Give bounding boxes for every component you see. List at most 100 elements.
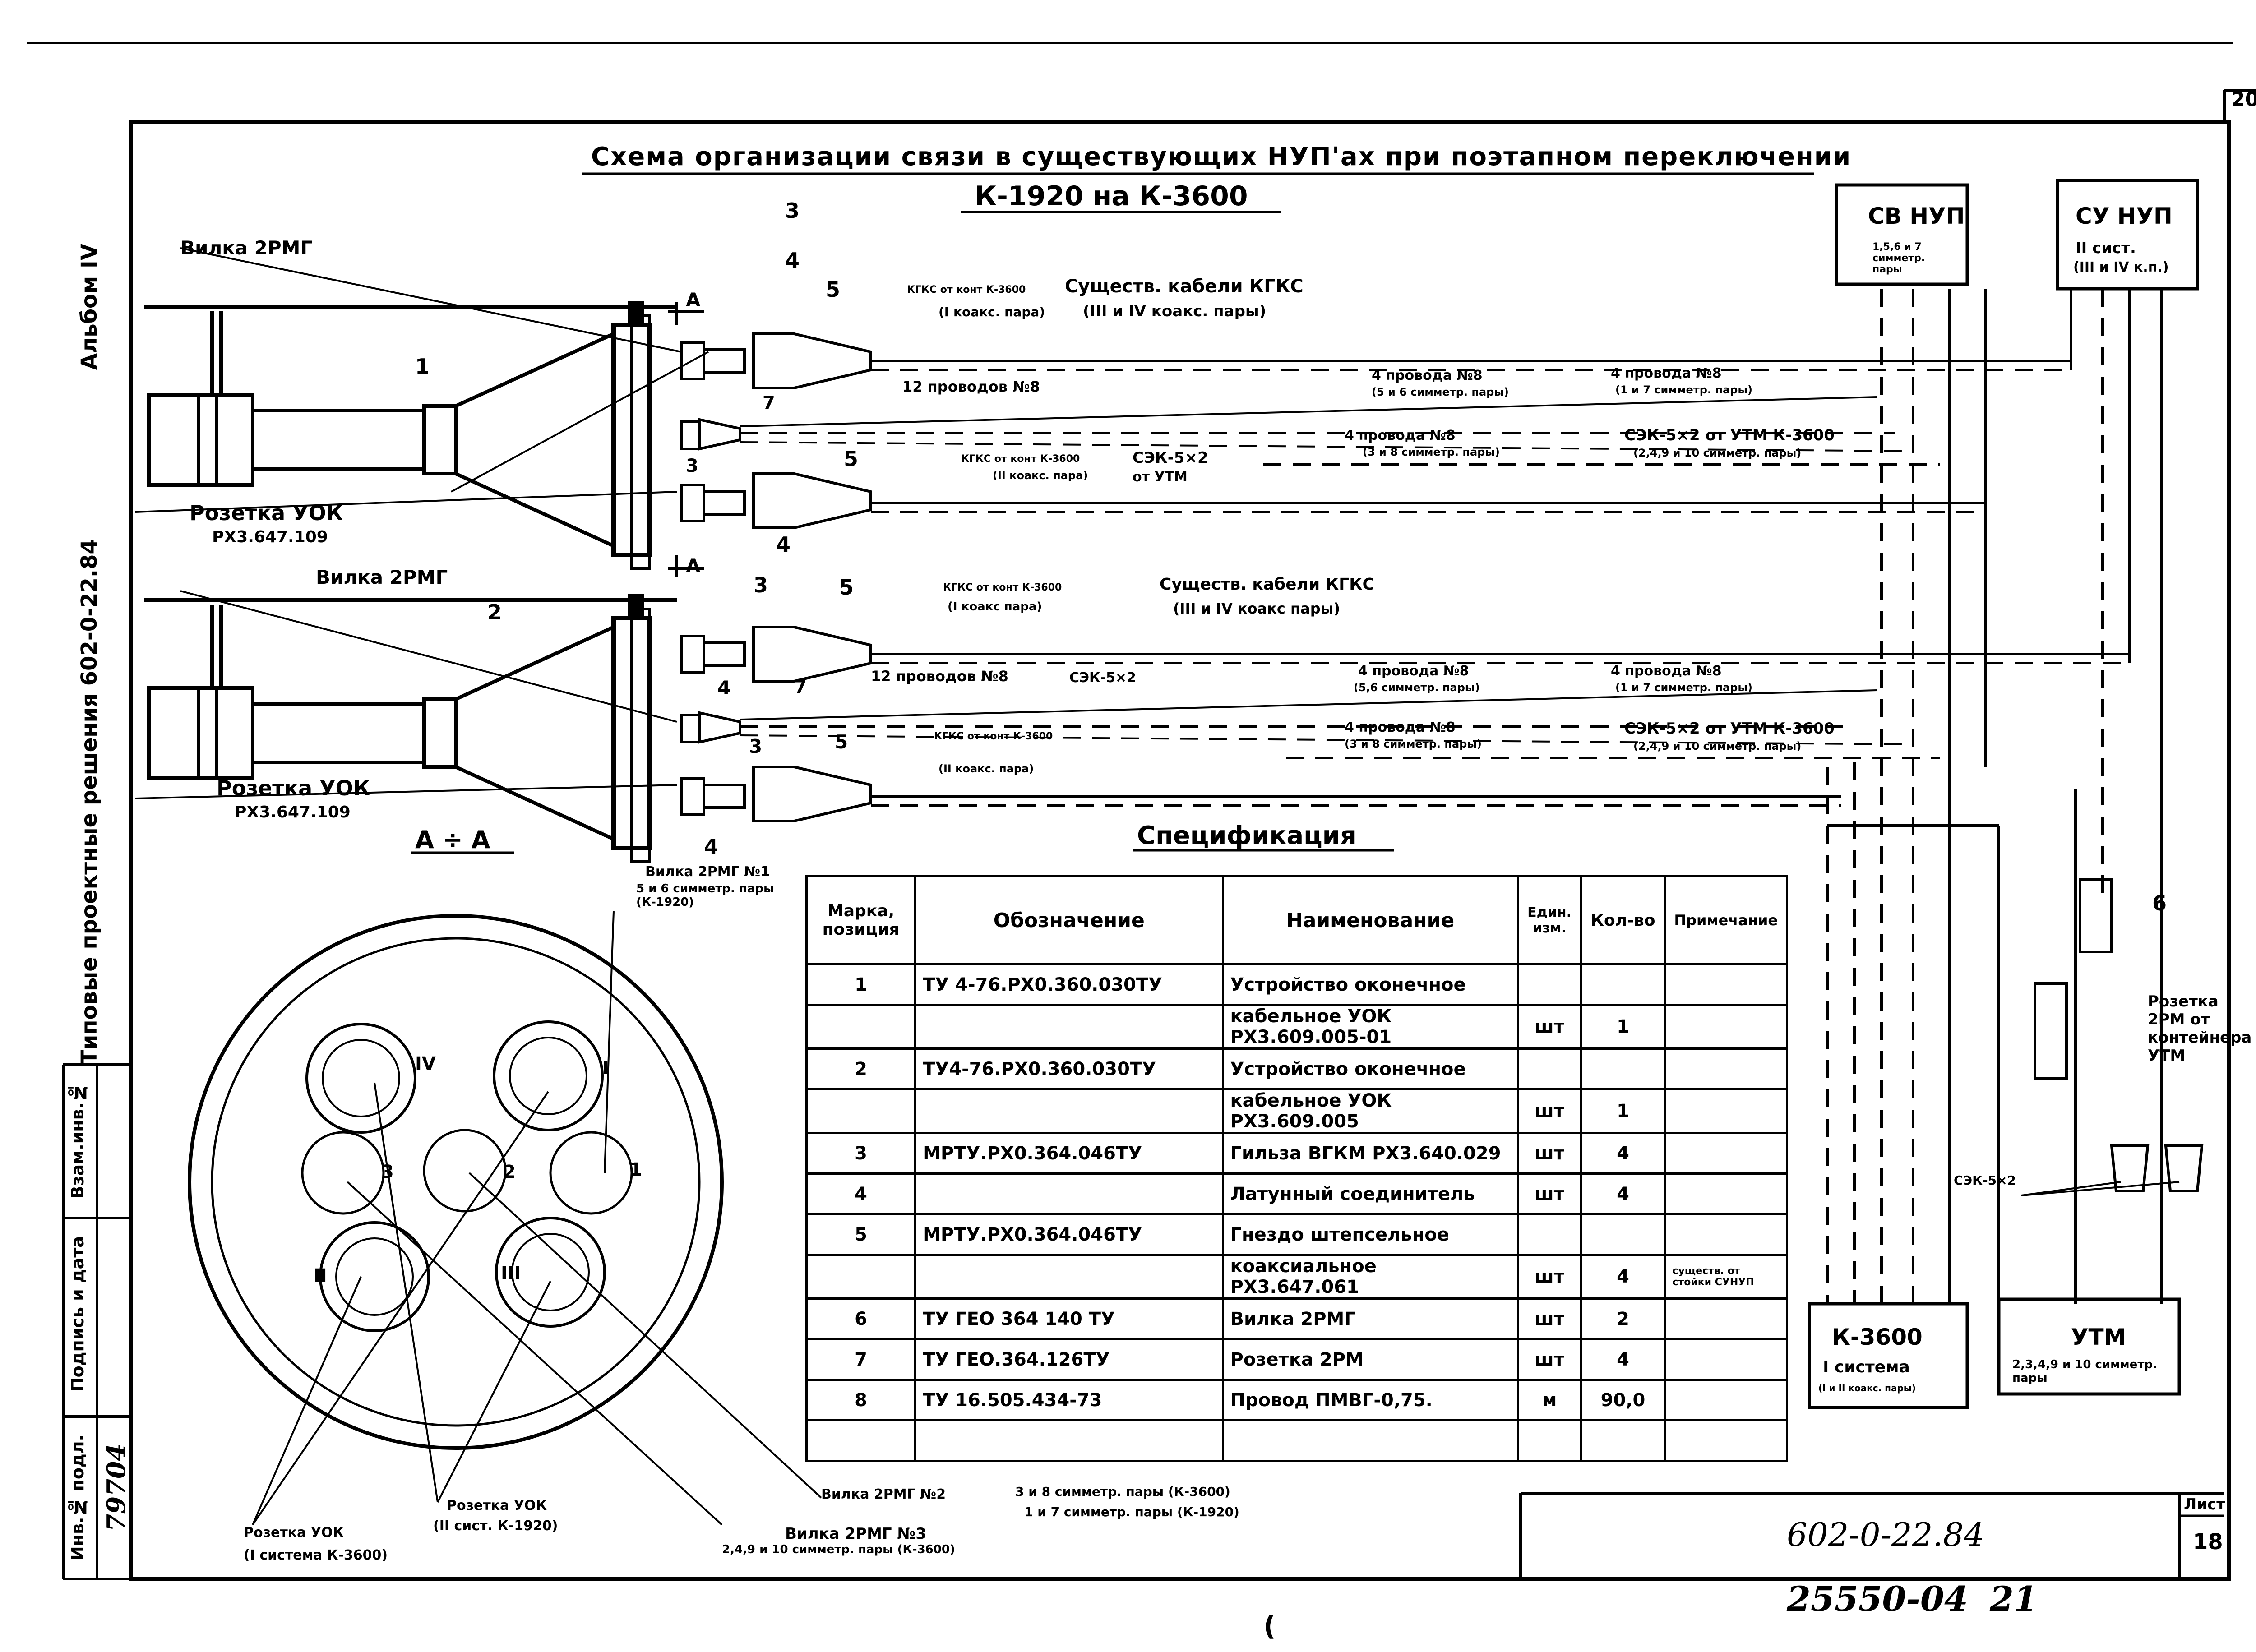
spec-cell: Устройство оконечное [1221, 1047, 1519, 1090]
spec-cell: 1 [805, 963, 917, 1006]
spec-cell: Латунный соединитель [1221, 1172, 1519, 1215]
right-sek52: СЭК-5×2 [1954, 1173, 2016, 1188]
spec-cell: шт [1516, 1172, 1582, 1215]
spec-cell: шт [1516, 1088, 1582, 1134]
spec-cell: ТУ 4-76.РХ0.360.030ТУ [914, 963, 1224, 1006]
pos5b-label: 5 [844, 447, 859, 471]
k3600-title: К-3600 [1832, 1324, 1923, 1350]
spec-cell: 8 [805, 1379, 917, 1421]
sv-nup-box [1835, 183, 1969, 286]
sv-nup-title: СВ НУП [1868, 203, 1965, 229]
spec-header-row: Марка, позиция Обозначение Наименование … [805, 875, 1788, 965]
roman-iii: III [501, 1263, 521, 1284]
hole-n3: 3 [381, 1162, 394, 1182]
bot-sush-pairs: (III и IV коакс пары) [1173, 600, 1341, 617]
vilka-mid-label: Вилка 2РМГ [316, 566, 448, 588]
spec-cell [1516, 1213, 1582, 1256]
top-wires4-right-sub: (1 и 7 симметр. пары) [1615, 383, 1752, 396]
spec-cell [1664, 1419, 1788, 1462]
spec-title: Спецификация [1137, 821, 1356, 850]
rozetka-udk-2-code: РХ3.647.109 [235, 803, 351, 821]
spec-cell [1221, 1419, 1519, 1462]
spec-cell: 1 [1580, 1088, 1666, 1134]
pos3d-label: 3 [749, 735, 763, 757]
bottom-number: 25550-04 [1787, 1579, 1968, 1619]
spec-cell [1664, 1379, 1788, 1421]
top-kgks-label: КГКС от конт К-3600 [907, 284, 1026, 295]
rozetka-2pm-label: Розетка 2РМ от контейнера УТМ [2148, 992, 2252, 1065]
bot-wires4-top-sub: (5,6 симметр. пары) [1354, 681, 1480, 694]
pos3c-label: 3 [754, 573, 768, 597]
spec-cell: 2 [1580, 1297, 1666, 1340]
bottom-number2: 21 [1990, 1579, 2038, 1619]
spec-cell: м [1516, 1379, 1582, 1421]
top-kgks-pair: (I коакс. пара) [938, 305, 1045, 319]
rozetka-i-sub: (I система К-3600) [244, 1547, 388, 1563]
spec-cell: 4 [1580, 1254, 1666, 1300]
pos6-label: 6 [2152, 891, 2167, 915]
spec-cell [1516, 1047, 1582, 1090]
spec-cell: кабельное УОК РХ3.609.005 [1221, 1088, 1519, 1134]
spec-header-cell: Марка, позиция [805, 875, 917, 965]
sheet-label: Лист [2184, 1495, 2225, 1514]
spec-cell [914, 1004, 1224, 1050]
top-wires4-right: 4 провода №8 [1611, 365, 1722, 381]
section-label: А ÷ А [415, 826, 490, 854]
vilka-n3-label: Вилка 2РМГ №3 [785, 1525, 926, 1543]
spec-cell: шт [1516, 1297, 1582, 1340]
pos4b-label: 4 [776, 532, 791, 557]
spec-cell: 1 [1580, 1004, 1666, 1050]
roman-ii: II [314, 1265, 327, 1286]
top-sek52-sub: от УТМ [1133, 469, 1188, 485]
spec-cell: Провод ПМВГ-0,75. [1221, 1379, 1519, 1421]
spec-cell: шт [1516, 1338, 1582, 1381]
spec-cell: кабельное УОК РХ3.609.005-01 [1221, 1004, 1519, 1050]
spec-cell [1516, 963, 1582, 1006]
top-sek52: СЭК-5×2 [1133, 449, 1208, 467]
utm-box [1997, 1297, 2181, 1396]
spec-cell [1580, 1213, 1666, 1256]
spec-header-cell: Един. изм. [1516, 875, 1582, 965]
spec-cell [805, 1004, 917, 1050]
spec-header-cell: Примечание [1664, 875, 1788, 965]
sheet-number: 18 [2193, 1529, 2223, 1555]
spec-cell [1580, 1419, 1666, 1462]
su-nup-box [2056, 179, 2199, 291]
pos4c-label: 4 [717, 677, 731, 699]
spec-cell: шт [1516, 1132, 1582, 1175]
hole-n1: 1 [629, 1159, 642, 1180]
spec-cell: ТУ ГЕО.364.126ТУ [914, 1338, 1224, 1381]
diagram-title: Схема организации связи в существующих Н… [591, 142, 1852, 171]
spec-cell [914, 1172, 1224, 1215]
spec-cell [1664, 1088, 1788, 1134]
spec-cell: Вилка 2РМГ [1221, 1297, 1519, 1340]
bot-kgks2-pair: (II коакс. пара) [938, 762, 1034, 775]
su-nup-sub2: (III и IV к.п.) [2073, 259, 2169, 275]
a-bottom-label: A [686, 555, 701, 577]
section-outer-ring [188, 914, 724, 1450]
top-sek-utm-sub: (2,4,9 и 10 симметр. пары) [1633, 447, 1802, 459]
spec-table: Марка, позиция Обозначение Наименование … [805, 875, 1788, 1462]
spec-cell [1580, 963, 1666, 1006]
bot-wires4-top: 4 провода №8 [1358, 663, 1469, 679]
spec-cell [1664, 1172, 1788, 1215]
top-wires4-mid: 4 провода №8 [1345, 428, 1456, 443]
top-wires4-mid-sub: (3 и 8 симметр. пары) [1363, 446, 1500, 458]
pos3b-label: 3 [686, 456, 698, 476]
vilka-n2-sub2: 1 и 7 симметр. пары (К-1920) [1024, 1504, 1239, 1519]
inv-value: 79704 [102, 1444, 131, 1532]
top-cable-end [147, 393, 218, 487]
spec-cell: 90,0 [1580, 1379, 1666, 1421]
vilka-n2-sub1: 3 и 8 симметр. пары (К-3600) [1015, 1484, 1230, 1499]
diagram-subtitle: К-1920 на К-3600 [975, 180, 1248, 212]
album-label: Альбом IV [77, 244, 102, 370]
pos7b-label: 7 [794, 677, 807, 697]
pos5a-label: 5 [826, 277, 841, 302]
series-label: Типовые проектные решения 602-0-22.84 [77, 539, 102, 1065]
spec-cell [1664, 1132, 1788, 1175]
spec-cell: шт [1516, 1254, 1582, 1300]
inv-orig-label: Инв.№ подл. [68, 1435, 88, 1561]
